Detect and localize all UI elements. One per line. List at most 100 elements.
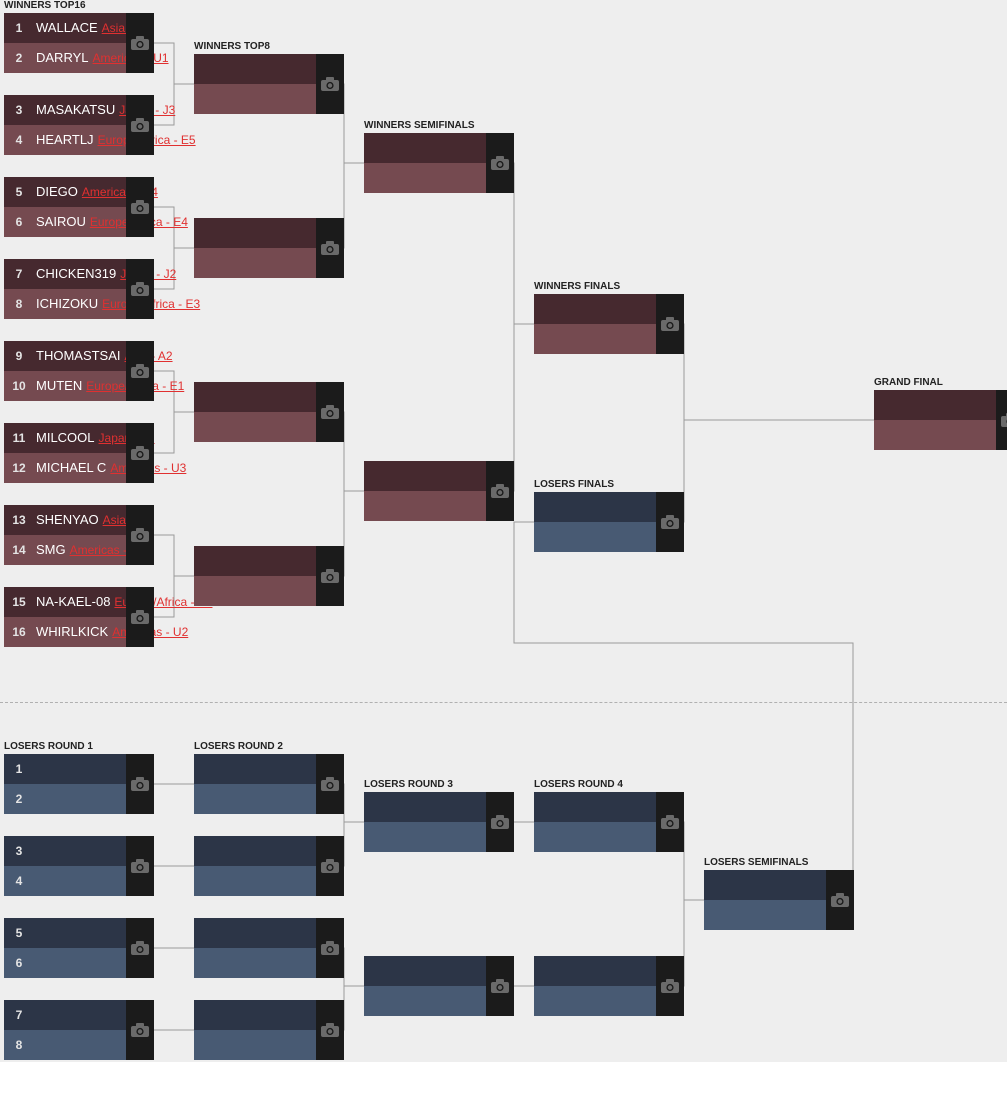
camera-icon: [491, 484, 509, 498]
match-slot-top[interactable]: [704, 870, 826, 900]
match-slot-top[interactable]: [194, 836, 316, 866]
match-slot-top[interactable]: 7: [4, 1000, 126, 1030]
match-slot-bottom[interactable]: [364, 163, 486, 193]
match-slot-top[interactable]: [194, 546, 316, 576]
match-media-button[interactable]: [126, 587, 154, 647]
match-media-button[interactable]: [486, 792, 514, 852]
match-slot-top[interactable]: [534, 294, 656, 324]
match-slot-bottom[interactable]: 4HEARTLJEurope/Africa - E5: [4, 125, 196, 155]
match-media-button[interactable]: [316, 1000, 344, 1060]
match-slot-bottom[interactable]: [364, 822, 486, 852]
match-slot-top[interactable]: [534, 792, 656, 822]
player-seed: 13: [12, 513, 26, 527]
match-slot-bottom[interactable]: [534, 986, 656, 1016]
match-slot-bottom[interactable]: 6SAIROUEurope/Africa - E4: [4, 207, 188, 237]
match-slot-bottom[interactable]: [194, 84, 316, 114]
match-slot-top[interactable]: [364, 792, 486, 822]
match-media-button[interactable]: [126, 505, 154, 565]
match-slot-top[interactable]: [874, 390, 996, 420]
match-slot-bottom[interactable]: [194, 948, 316, 978]
player-seed: 5: [15, 185, 23, 199]
match-media-button[interactable]: [486, 133, 514, 193]
match-slot-bottom[interactable]: 8: [4, 1030, 126, 1060]
match-media-button[interactable]: [316, 546, 344, 606]
match-slot-bottom[interactable]: 4: [4, 866, 126, 896]
match-slot-bottom[interactable]: [534, 324, 656, 354]
match-media-button[interactable]: [316, 54, 344, 114]
match-media-button[interactable]: [486, 461, 514, 521]
match-media-button[interactable]: [126, 13, 154, 73]
match-slot-top[interactable]: 3MASAKATSUJapan - J3: [4, 95, 175, 125]
match-slot-bottom[interactable]: [364, 491, 486, 521]
match-slot-top[interactable]: [194, 918, 316, 948]
match-slot-bottom[interactable]: 8ICHIZOKUEurope/Africa - E3: [4, 289, 200, 319]
match-media-button[interactable]: [656, 294, 684, 354]
match-slot-top[interactable]: [194, 382, 316, 412]
match-media-button[interactable]: [126, 754, 154, 814]
match-media-button[interactable]: [126, 259, 154, 319]
match-slot-bottom[interactable]: [194, 1030, 316, 1060]
match-media-button[interactable]: [316, 918, 344, 978]
camera-icon: [1001, 413, 1007, 427]
match-slot-bottom[interactable]: [194, 412, 316, 442]
match-slot-top[interactable]: 1: [4, 754, 126, 784]
match-media-button[interactable]: [996, 390, 1007, 450]
match-slot-top[interactable]: [194, 54, 316, 84]
match-media-button[interactable]: [126, 1000, 154, 1060]
match-slot-bottom[interactable]: [534, 522, 656, 552]
match-media-button[interactable]: [316, 218, 344, 278]
match-media-button[interactable]: [126, 423, 154, 483]
match-media-button[interactable]: [316, 836, 344, 896]
match-media-button[interactable]: [656, 956, 684, 1016]
match-media-button[interactable]: [656, 492, 684, 552]
match-slot-top[interactable]: [194, 218, 316, 248]
match-slot-bottom[interactable]: [194, 576, 316, 606]
match-media-button[interactable]: [126, 177, 154, 237]
match-media-button[interactable]: [126, 836, 154, 896]
match-slot-top[interactable]: [534, 956, 656, 986]
player-name-text: MASAKATSU: [36, 102, 116, 117]
match-media-button[interactable]: [126, 918, 154, 978]
match-slot-bottom[interactable]: [194, 866, 316, 896]
match-media-button[interactable]: [486, 956, 514, 1016]
player-name-text: HEARTLJ: [36, 132, 94, 147]
match-media-button[interactable]: [316, 754, 344, 814]
match-media-button[interactable]: [656, 792, 684, 852]
match-media-button[interactable]: [826, 870, 854, 930]
player-name-text: DIEGO: [36, 184, 78, 199]
round-label-winners-finals: WINNERS FINALS: [534, 281, 621, 292]
match-slot-bottom[interactable]: 6: [4, 948, 126, 978]
match-slot-bottom[interactable]: 2: [4, 784, 126, 814]
match-slot-bottom[interactable]: [194, 784, 316, 814]
match-slot-top[interactable]: 3: [4, 836, 126, 866]
match-media-button[interactable]: [316, 382, 344, 442]
match-slot-top[interactable]: [194, 754, 316, 784]
match-slot-bottom[interactable]: [874, 420, 996, 450]
match-slot-top[interactable]: [364, 956, 486, 986]
match-slot-bottom[interactable]: [364, 986, 486, 1016]
match-slot-top[interactable]: [364, 461, 486, 491]
match-slot-bottom[interactable]: [194, 248, 316, 278]
match-slot-top[interactable]: 5: [4, 918, 126, 948]
match-media-button[interactable]: [126, 95, 154, 155]
match-slot-top[interactable]: 9THOMASTSAIAsia - A2: [4, 341, 173, 371]
match-slot-bottom[interactable]: [534, 822, 656, 852]
match-slot-top[interactable]: [194, 1000, 316, 1030]
match-slot-top[interactable]: [364, 133, 486, 163]
match-slot-top[interactable]: [534, 492, 656, 522]
round-label-losers-round1: LOSERS ROUND 1: [4, 741, 93, 752]
match-slot-bottom[interactable]: [704, 900, 826, 930]
match-slot-top[interactable]: 7CHICKEN319Japan - J2: [4, 259, 176, 289]
match-slot-bottom[interactable]: 16WHIRLKICKAmericas - U2: [4, 617, 188, 647]
match-media-button[interactable]: [126, 341, 154, 401]
